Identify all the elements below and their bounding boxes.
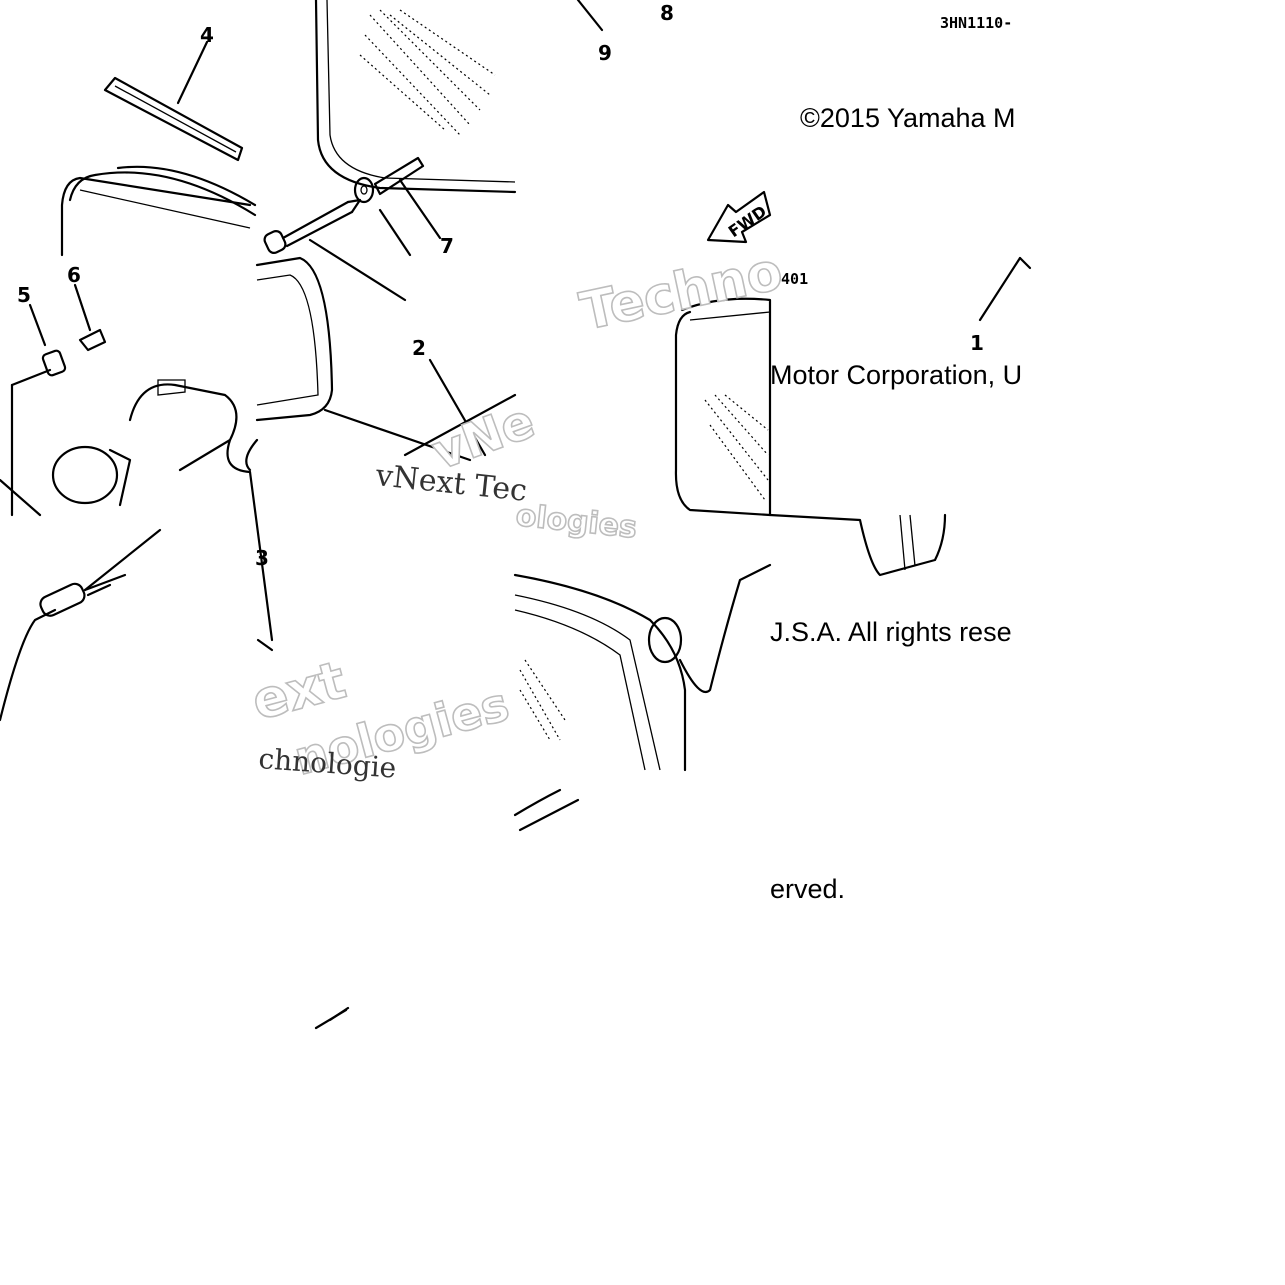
callout-7: 7 [440,234,454,258]
callout-5: 5 [17,283,31,307]
lens-cover-top-left [60,165,257,257]
copyright-line-1: ©2015 Yamaha M [800,103,1016,133]
copyright-line-3: J.S.A. All rights rese [770,617,1012,647]
callout-9: 9 [598,41,612,65]
screw-part-2 [263,198,362,254]
callout-2: 2 [412,336,426,360]
callout-8: 8 [660,1,674,25]
callout-1: 1 [970,331,984,355]
copyright-line-2: Motor Corporation, U [770,360,1022,390]
copyright-line-4: erved. [770,874,845,904]
lamp-body-right [674,256,1032,577]
callout-3: 3 [255,546,269,570]
lens-side-middle [245,256,517,472]
wiring-harness-left [0,478,274,722]
figure-code-main: 3HN1110- [940,14,1012,32]
watermark-vne: vNe [425,393,542,481]
washer-part-7 [308,156,442,302]
lamp-lower-middle [513,563,772,772]
trim-strip-part-4 [103,40,244,162]
fwd-arrow: FWD [576,0,772,244]
watermark-techno: Techno [575,242,787,343]
callout-4: 4 [200,23,214,47]
bulb-socket-part-3 [10,283,274,642]
watermark-ologies: ologies [514,498,638,546]
lens-top-middle [314,0,517,194]
callout-6: 6 [67,263,81,287]
wiring-harness-lower [314,788,580,1030]
figure-code-sub: 9401 [772,270,808,288]
